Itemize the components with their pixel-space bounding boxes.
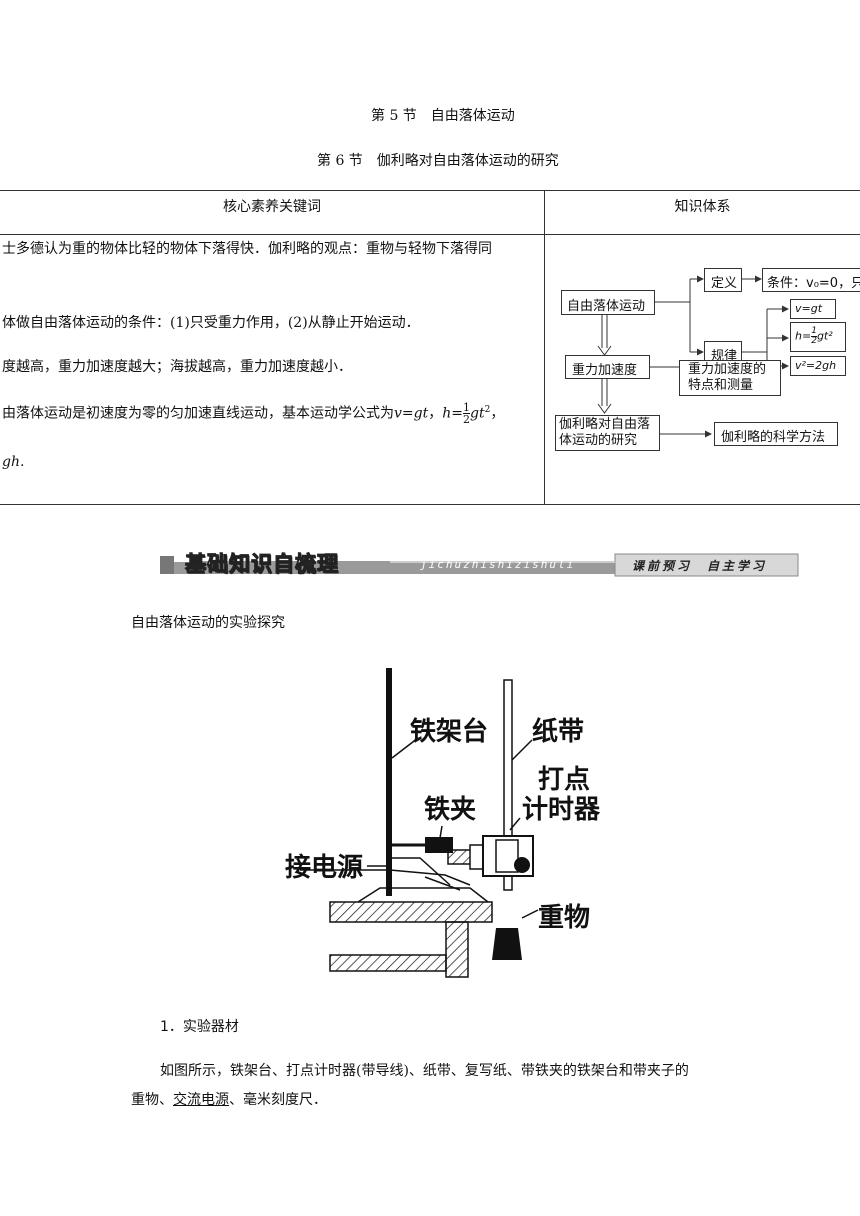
col-head-keywords: 核心素养关键词 <box>223 199 321 215</box>
node-condition: 条件：v₀=0，只 <box>762 268 860 292</box>
table-border-top <box>0 190 860 191</box>
label-timer-1: 打点 <box>538 764 590 795</box>
item-paragraph-line-1: 如图所示，铁架台、打点计时器(带导线)、纸带、复写纸、带铁夹的铁架台和带夹子的 <box>160 1063 689 1079</box>
section-heading: 自由落体运动的实验探究 <box>131 615 285 631</box>
banner-decoration <box>160 553 799 577</box>
experiment-figure: 铁架台 纸带 打点 计时器 铁夹 接电源 重物 <box>285 668 601 978</box>
item-heading: 1．实验器材 <box>160 1019 239 1035</box>
node-definition: 定义 <box>704 268 742 292</box>
node-formula-v: v=gt <box>790 299 836 319</box>
table-divider <box>544 190 545 505</box>
paper-tape <box>503 679 513 891</box>
node-galileo: 伽利略对自由落 体运动的研究 <box>555 415 660 451</box>
label-power: 接电源 <box>285 853 363 883</box>
keyword-line-2: 体做自由落体运动的条件：(1)只受重力作用，(2)从静止开始运动． <box>2 315 420 331</box>
keyword-line-1: 士多德认为重的物体比轻的物体下落得快．伽利略的观点：重物与轻物下落得同 <box>2 241 492 257</box>
table-border-mid <box>0 234 860 235</box>
keyword-line-3: 度越高，重力加速度越大；海拔越高，重力加速度越小． <box>2 359 352 375</box>
section-title-6: 第 6 节 伽利略对自由落体运动的研究 <box>317 153 559 169</box>
section-title-5: 第 5 节 自由落体运动 <box>371 108 515 124</box>
banner-subtitle: 课前预习 自主学习 <box>632 559 768 573</box>
label-weight: 重物 <box>538 903 590 933</box>
table-border-bottom <box>0 504 860 505</box>
node-scientific-method: 伽利略的科学方法 <box>714 422 838 446</box>
concept-map-arrows <box>597 275 789 438</box>
ac-power-term: 交流电源 <box>173 1092 229 1108</box>
label-clamp: 铁夹 <box>424 794 476 825</box>
weight <box>492 928 522 960</box>
keyword-line-5: gh. <box>2 454 25 470</box>
banner-pinyin: jichuzhishizishuli <box>420 558 576 571</box>
node-gravity-acc: 重力加速度 <box>565 355 650 379</box>
iron-clamp <box>425 837 453 853</box>
label-paper-tape: 纸带 <box>532 716 584 747</box>
node-free-fall: 自由落体运动 <box>561 290 655 315</box>
col-head-knowledge: 知识体系 <box>674 199 731 215</box>
stand-rod <box>386 668 392 896</box>
label-timer-2: 计时器 <box>522 795 601 825</box>
label-iron-stand: 铁架台 <box>410 716 488 747</box>
node-formula-v2: v²=2gh <box>790 356 846 376</box>
node-gravity-feature: 重力加速度的 特点和测量 <box>679 360 781 396</box>
banner-title: 基础知识自梳理 <box>185 552 339 577</box>
item-paragraph-line-2: 重物、交流电源、毫米刻度尺． <box>131 1092 327 1108</box>
